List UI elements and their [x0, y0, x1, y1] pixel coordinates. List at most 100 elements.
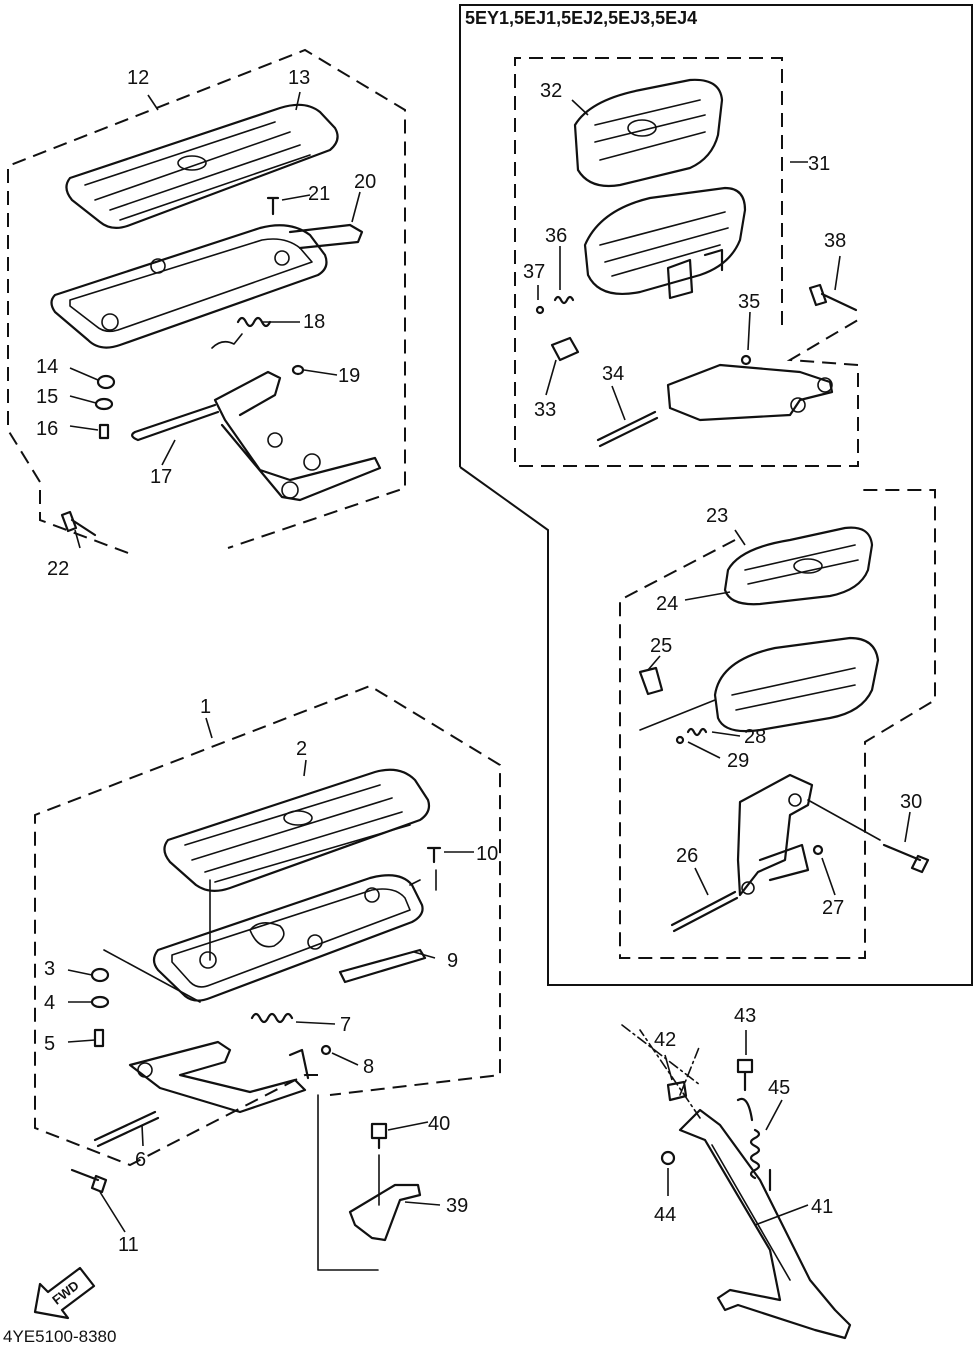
plate-25: [638, 666, 664, 696]
part-label-12: 12: [127, 67, 149, 89]
group-1-boundary: [34, 684, 501, 1167]
bracket-39: [348, 1183, 422, 1242]
spring-36: [553, 295, 575, 305]
diagram-code: 4YE5100-8380: [3, 1327, 116, 1345]
part-label-13: 13: [288, 67, 310, 89]
sidestand-group: 42 43 45 41 44: [621, 1005, 852, 1340]
footboard-assembly-23: 23 24 25 28 29 30 26 27: [619, 489, 936, 959]
spring-18: [236, 316, 272, 328]
footboard-assembly-1: 1 2 10 9 3 4 5 7 8 6 11: [34, 684, 501, 1256]
part-label-36: 36: [545, 225, 567, 247]
spring-7: [250, 1012, 294, 1024]
part-label-2: 2: [296, 738, 307, 760]
part-label-17: 17: [150, 466, 172, 488]
part-label-27: 27: [822, 897, 844, 919]
footboard-plate-32: [573, 78, 724, 188]
screw-10: [426, 846, 442, 864]
fwd-arrow-icon: [33, 1266, 96, 1320]
part-label-19: 19: [338, 365, 360, 387]
footboard-plate-13: [65, 103, 339, 229]
footboard-frame-1: [152, 874, 424, 1002]
footboard-body-23: [713, 636, 880, 733]
part-label-16: 16: [36, 418, 58, 440]
part-label-9: 9: [447, 950, 458, 972]
collar-42: [666, 1080, 688, 1102]
part-label-1: 1: [200, 696, 211, 718]
bolt-43: [736, 1058, 754, 1092]
part-label-41: 41: [811, 1196, 833, 1218]
part-label-14: 14: [36, 356, 58, 378]
nut-35: [740, 354, 752, 366]
part-label-33: 33: [534, 399, 556, 421]
pin-17: [131, 403, 220, 442]
part-label-21: 21: [308, 183, 330, 205]
part-label-11: 11: [118, 1234, 139, 1256]
part-label-20: 20: [354, 171, 376, 193]
group-12-boundary: [7, 48, 406, 554]
part-label-37: 37: [523, 261, 545, 283]
bar-9: [338, 948, 427, 984]
part-label-29: 29: [727, 750, 749, 772]
part-label-45: 45: [768, 1077, 790, 1099]
nut-19: [291, 364, 305, 376]
bolt-5: [93, 1028, 105, 1048]
part-label-32: 32: [540, 80, 562, 102]
part-label-26: 26: [676, 845, 698, 867]
washer-15: [94, 397, 114, 411]
footboard-assembly-31: 32 31 36 38 37 35 34 33: [514, 57, 859, 467]
plate-33: [550, 336, 580, 362]
bracket-39-group: 40 39: [317, 1094, 468, 1271]
pin-34: [596, 410, 659, 448]
bolt-30: [882, 843, 930, 874]
part-label-39: 39: [446, 1195, 468, 1217]
spring-45: [736, 1097, 772, 1192]
group-23-boundary: [619, 489, 936, 959]
screw-40: [370, 1122, 388, 1150]
part-label-5: 5: [44, 1033, 55, 1055]
part-label-18: 18: [303, 311, 325, 333]
part-label-3: 3: [44, 958, 55, 980]
bracket-20: [288, 223, 364, 250]
part-label-24: 24: [656, 593, 678, 615]
sidestand-41: [678, 1108, 852, 1340]
footboard-frame-12: [50, 224, 328, 349]
part-label-43: 43: [734, 1005, 756, 1027]
bolt-38: [808, 283, 858, 312]
bracket-23: [736, 773, 814, 897]
group-31-boundary: [514, 57, 859, 467]
part-label-38: 38: [824, 230, 846, 252]
part-label-4: 4: [44, 992, 55, 1014]
footboard-plate-24: [723, 526, 874, 606]
nut-27: [812, 844, 824, 856]
bolt-16: [98, 423, 110, 440]
nut-37: [535, 305, 545, 315]
nut-8: [320, 1044, 332, 1056]
screw-21: [266, 196, 280, 216]
footboard-plate-2: [163, 768, 431, 892]
footboard-bracket-12: [213, 370, 382, 502]
fwd-arrow: FWD: [33, 1266, 96, 1320]
nut-3: [90, 967, 110, 983]
bracket-1: [128, 1040, 307, 1114]
part-label-34: 34: [602, 363, 624, 385]
part-label-22: 22: [47, 558, 69, 580]
part-label-25: 25: [650, 635, 672, 657]
variant-header: 5EY1,5EJ1,5EJ2,5EJ3,5EJ4: [465, 8, 697, 28]
bolt-22: [60, 510, 97, 537]
variant-box: 5EY1,5EJ1,5EJ2,5EJ3,5EJ4: [459, 4, 973, 986]
pin-26: [670, 890, 739, 933]
part-label-30: 30: [900, 791, 922, 813]
part-label-23: 23: [706, 505, 728, 527]
part-label-44: 44: [654, 1204, 676, 1226]
bolt-11: [70, 1168, 108, 1194]
nut-14: [96, 374, 116, 390]
nut-44: [660, 1150, 676, 1166]
part-label-10: 10: [476, 843, 498, 865]
part-label-35: 35: [738, 291, 760, 313]
part-label-8: 8: [363, 1056, 374, 1078]
footboard-assembly-12: 12 13 20 21 18 19 14 15 16 17 22: [7, 48, 406, 580]
pin-6: [93, 1110, 160, 1148]
spring-28: [686, 727, 708, 737]
part-label-31: 31: [808, 153, 830, 175]
